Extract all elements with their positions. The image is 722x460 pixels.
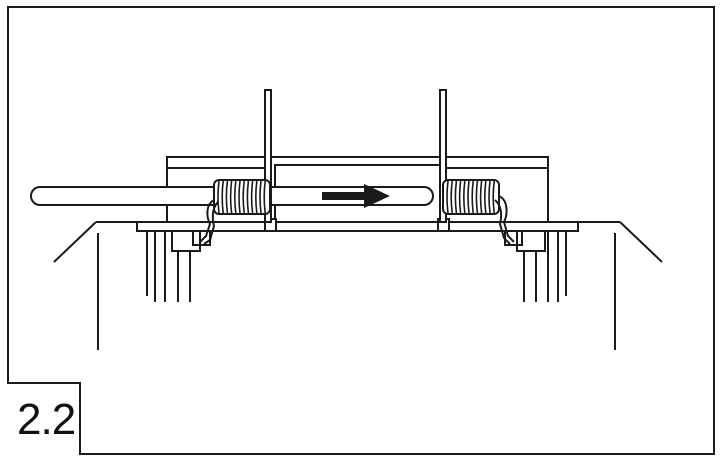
spring-coil (255, 180, 258, 214)
step-label: 2.2 (17, 395, 76, 444)
left-lever (264, 89, 272, 223)
spring-coil (450, 180, 453, 214)
right-spring (442, 179, 515, 245)
spring-coil (475, 180, 479, 214)
spring-coil (467, 180, 470, 214)
mounting-plate (136, 221, 579, 232)
spring-coil (454, 180, 458, 214)
right-bracket (504, 230, 567, 302)
spring-coil (488, 180, 491, 214)
spring-coil (238, 180, 241, 214)
spring-coil (225, 180, 229, 214)
spring-coil (484, 180, 487, 214)
figure-frame (7, 6, 715, 455)
spring-coil (234, 180, 237, 214)
arrow-right-icon (322, 184, 390, 208)
spring-coil (250, 180, 254, 214)
spring-coil (471, 180, 474, 214)
base-housing (53, 221, 663, 350)
spring-coil (263, 180, 266, 214)
spring-coil (446, 180, 449, 214)
spring-coil (492, 180, 495, 214)
spring-coil (463, 180, 466, 214)
spring-coil (259, 180, 262, 214)
spring-coil (229, 180, 233, 214)
spring-coil (221, 180, 224, 214)
spring-coil (246, 180, 250, 214)
spring-coil (242, 180, 245, 214)
right-lever (439, 89, 447, 223)
spring-coil (217, 180, 220, 214)
spring-coil (458, 180, 462, 214)
spring-coil (479, 180, 483, 214)
left-spring (199, 179, 271, 245)
